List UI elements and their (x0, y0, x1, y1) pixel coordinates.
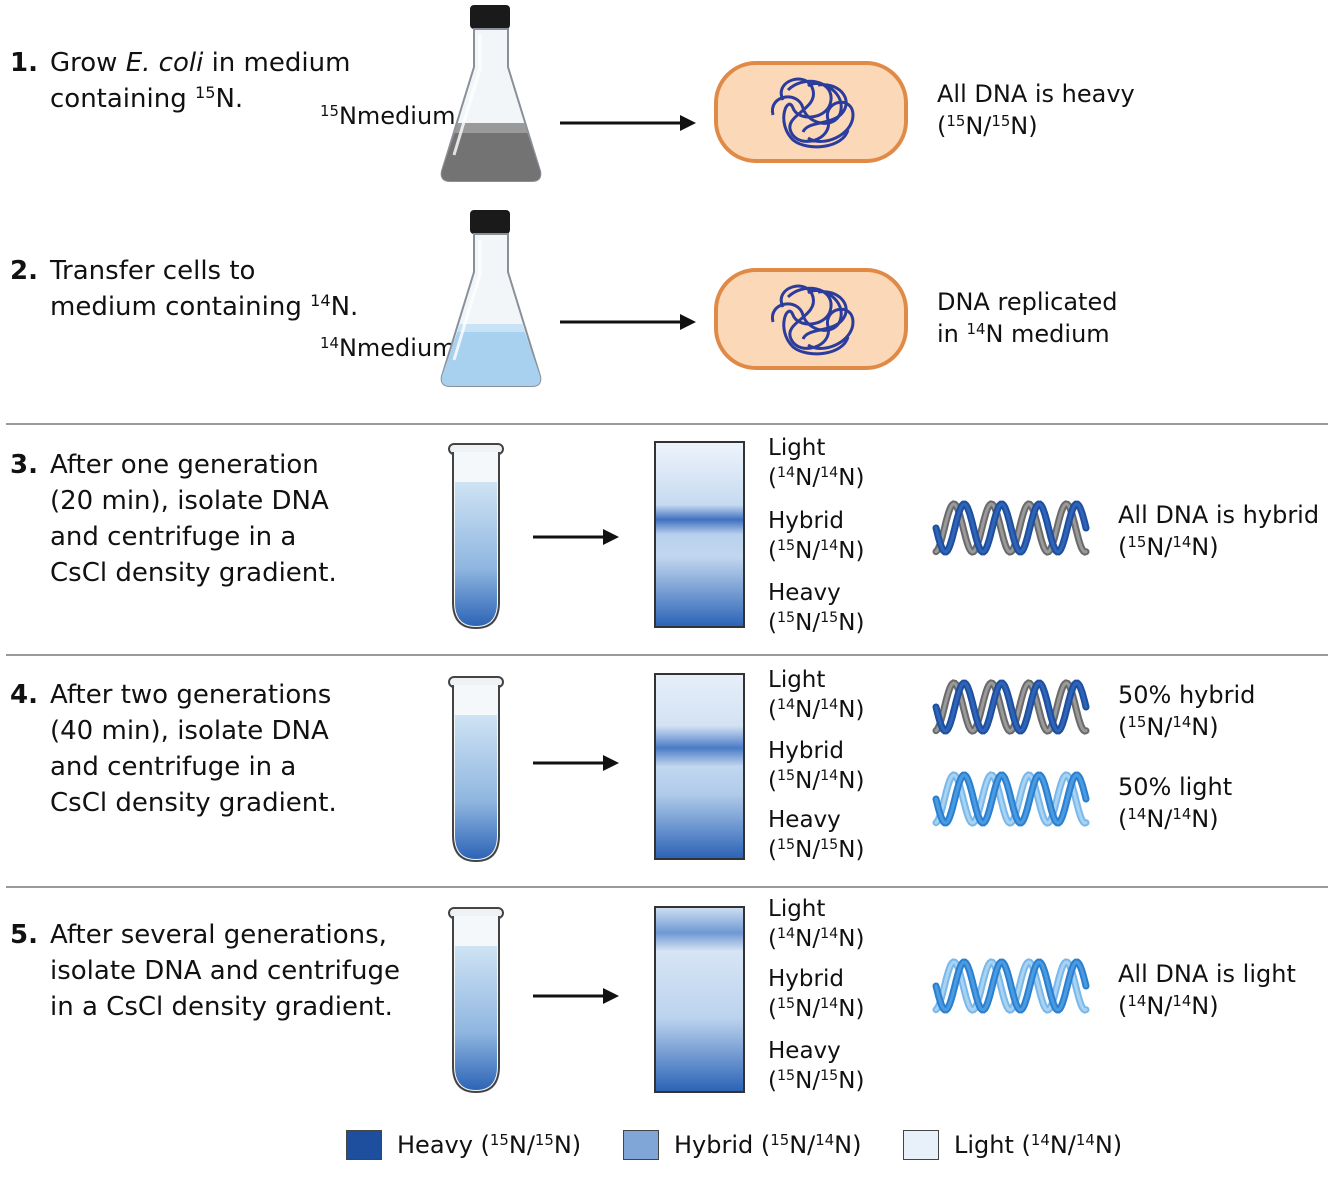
band-label-hybrid: Hybrid(15N/14N) (768, 738, 865, 794)
cell-icon (714, 268, 908, 370)
band-label-light: Light(14N/14N) (768, 435, 865, 491)
band-label-hybrid: Hybrid(15N/14N) (768, 508, 865, 564)
result-label-3: All DNA is hybrid(15N/14N) (1118, 501, 1320, 561)
band-label-heavy: Heavy(15N/15N) (768, 580, 865, 636)
row-divider (6, 423, 1328, 425)
result-label-1: All DNA is heavy(15N/15N) (937, 80, 1135, 140)
dna-helix-icon (932, 771, 1090, 827)
medium-label-15n: 15Nmedium (320, 101, 456, 130)
result-label-4: 50% hybrid(15N/14N) (1118, 681, 1256, 741)
flask-icon (440, 5, 542, 182)
test-tube-icon (448, 676, 504, 863)
flask-liquid (441, 123, 541, 181)
legend-swatch-heavy (346, 1130, 382, 1160)
legend-label-light: Light (14N/14N) (954, 1130, 1123, 1159)
legend-label-hybrid: Hybrid (15N/14N) (674, 1130, 862, 1159)
result-label-5: 50% light(14N/14N) (1118, 773, 1233, 833)
row-divider (6, 654, 1328, 656)
band-label-hybrid: Hybrid(15N/14N) (768, 966, 865, 1022)
arrow-icon (560, 115, 696, 131)
legend-swatch-light (903, 1130, 939, 1160)
dna-helix-icon (932, 958, 1090, 1014)
medium-label-14n: 14Nmedium (320, 333, 456, 362)
band-label-heavy: Heavy(15N/15N) (768, 1038, 865, 1094)
band-label-heavy: Heavy(15N/15N) (768, 807, 865, 863)
band-label-light: Light(14N/14N) (768, 896, 865, 952)
flask-liquid (441, 324, 541, 386)
test-tube-icon (448, 443, 504, 630)
arrow-icon (533, 988, 619, 1004)
legend-swatch-hybrid (623, 1130, 659, 1160)
dna-helix-icon (932, 679, 1090, 735)
test-tube-icon (448, 907, 504, 1094)
flask-icon (440, 210, 542, 387)
arrow-icon (560, 314, 696, 330)
band-label-light: Light(14N/14N) (768, 667, 865, 723)
gradient-tube-icon (654, 673, 745, 860)
legend-label-heavy: Heavy (15N/15N) (397, 1130, 582, 1159)
gradient-tube-icon (654, 906, 745, 1093)
result-label-6: All DNA is light(14N/14N) (1118, 960, 1296, 1020)
arrow-icon (533, 755, 619, 771)
cell-icon (714, 61, 908, 163)
arrow-icon (533, 529, 619, 545)
gradient-tube-icon (654, 441, 745, 628)
dna-helix-icon (932, 500, 1090, 556)
row-divider (6, 886, 1328, 888)
